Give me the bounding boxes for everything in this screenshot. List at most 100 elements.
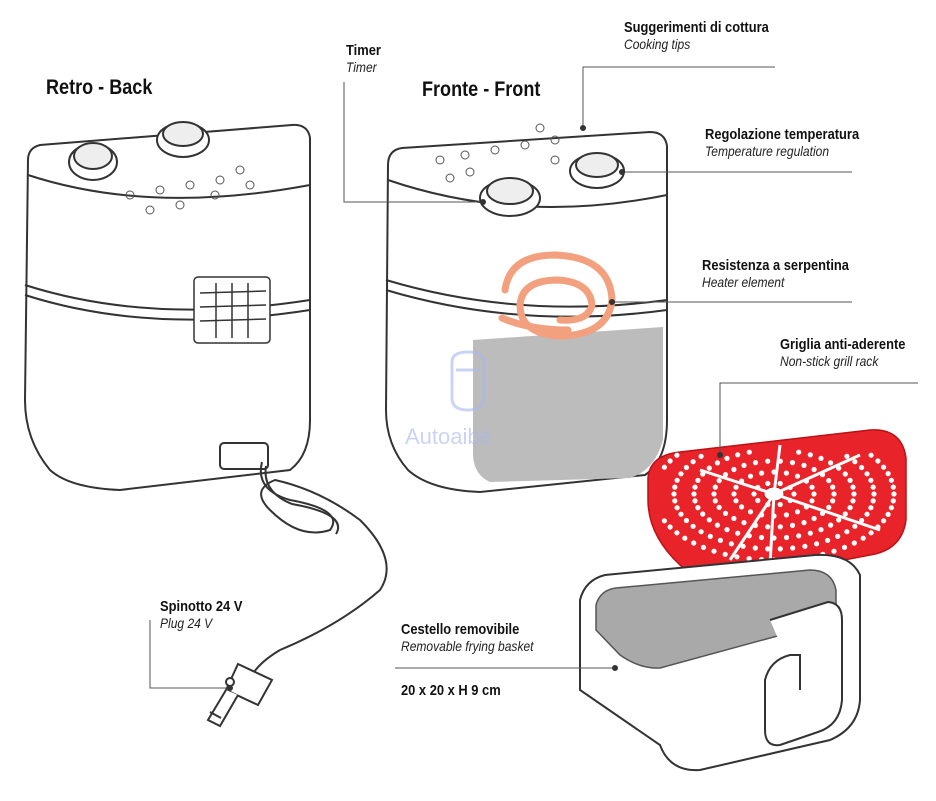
grill-hole bbox=[860, 535, 866, 541]
grill-hole bbox=[828, 522, 834, 528]
grill-hole bbox=[868, 452, 874, 458]
grill-label-en: Non-stick grill rack bbox=[780, 353, 879, 370]
grill-hole bbox=[836, 517, 842, 523]
heater-coil bbox=[498, 251, 616, 340]
grill-hole bbox=[852, 459, 858, 465]
front-air-fryer bbox=[384, 123, 668, 494]
grill-hole bbox=[691, 491, 697, 497]
grill-hole bbox=[690, 523, 696, 529]
basket-label-en: Removable frying basket bbox=[401, 638, 534, 655]
grill-hole bbox=[700, 544, 707, 551]
grill-hole bbox=[661, 464, 668, 470]
grill-hole bbox=[735, 530, 741, 536]
grill-hole bbox=[712, 484, 718, 490]
grill-hole bbox=[890, 498, 896, 504]
grill-hole bbox=[695, 477, 701, 483]
front-view-title: Fronte - Front bbox=[422, 78, 541, 101]
cooking-tips-label-en: Cooking tips bbox=[624, 36, 691, 53]
grill-hole bbox=[765, 524, 771, 530]
watermark-text: Autoaibè bbox=[405, 424, 492, 449]
timer-leader bbox=[343, 82, 483, 203]
grill-hole bbox=[698, 453, 704, 459]
grill-hole bbox=[783, 470, 790, 476]
grill-hole bbox=[683, 464, 690, 471]
grill-hole bbox=[844, 453, 850, 459]
grill-hole bbox=[690, 459, 696, 465]
grill-hole bbox=[850, 498, 856, 504]
power-cable bbox=[219, 442, 388, 681]
grill-hole bbox=[796, 449, 802, 455]
grill-hole bbox=[791, 491, 797, 497]
grill-hole bbox=[783, 512, 790, 518]
grill-hole bbox=[789, 522, 796, 529]
grill-hole bbox=[825, 537, 831, 544]
back-air-fryer bbox=[23, 121, 311, 492]
plug-label-en: Plug 24 V bbox=[160, 615, 213, 632]
cable-connector bbox=[219, 442, 269, 470]
grill-leader bbox=[719, 382, 918, 455]
grill-hole bbox=[814, 541, 820, 547]
grill-hole bbox=[692, 498, 698, 504]
basket-label-it: Cestello removibile bbox=[401, 621, 520, 638]
grill-hole bbox=[852, 523, 858, 529]
grill-hole bbox=[746, 449, 752, 455]
grill-hole bbox=[809, 498, 815, 504]
grill-hole bbox=[667, 458, 673, 464]
grill-hole bbox=[683, 517, 690, 524]
grill-hole bbox=[682, 535, 688, 541]
grill-hole bbox=[831, 491, 837, 497]
grill-hole bbox=[747, 473, 754, 479]
grill-hole bbox=[881, 464, 887, 470]
grill-hole bbox=[672, 498, 678, 504]
front-window bbox=[473, 327, 663, 482]
grill-hole bbox=[777, 524, 783, 530]
timer-label: Timer Timer bbox=[346, 42, 387, 75]
grill-hole bbox=[674, 477, 680, 483]
grill-hole bbox=[864, 471, 870, 477]
grill-hole bbox=[801, 520, 807, 526]
grill-hole bbox=[789, 460, 796, 466]
grill-hole bbox=[851, 491, 857, 497]
grill-hole bbox=[841, 544, 848, 551]
grill-hole bbox=[674, 452, 680, 458]
grill-hole bbox=[678, 511, 684, 517]
grill-hole bbox=[811, 491, 817, 497]
leader-lines bbox=[149, 66, 918, 689]
grill-hole bbox=[722, 551, 728, 557]
grill-hole bbox=[731, 491, 737, 497]
basket-size: 20 x 20 x H 9 cm bbox=[401, 682, 501, 699]
grill-hole bbox=[831, 548, 837, 554]
grill-hole bbox=[758, 534, 765, 541]
grill-hole bbox=[765, 458, 771, 464]
grill-hole bbox=[870, 498, 876, 504]
plug-label-it: Spinotto 24 V bbox=[160, 598, 243, 615]
grill-hole bbox=[875, 458, 881, 464]
grill-hole bbox=[717, 537, 724, 544]
grill-hole bbox=[747, 509, 754, 515]
grill-hole bbox=[667, 524, 673, 530]
cooking-tips-label: Suggerimenti di cottura Cooking tips bbox=[624, 19, 792, 52]
grill-hole bbox=[706, 517, 712, 523]
grill-hole bbox=[692, 484, 698, 490]
grill-hole bbox=[714, 522, 721, 528]
grill-hole bbox=[759, 470, 765, 476]
grill-hole bbox=[741, 520, 747, 526]
grill-hole bbox=[794, 509, 801, 515]
plug-24v bbox=[206, 662, 274, 728]
cooking-tips-label-it: Suggerimenti di cottura bbox=[624, 19, 769, 36]
grill-hole bbox=[777, 480, 783, 487]
back-view-title: Retro - Back bbox=[46, 76, 153, 99]
grill-hole bbox=[807, 530, 813, 536]
grill-hole bbox=[724, 527, 730, 533]
grill-hole bbox=[678, 471, 684, 477]
grill-hole bbox=[674, 505, 680, 511]
grill-hole bbox=[868, 477, 874, 483]
grill-hole bbox=[842, 471, 848, 477]
grill-label-it: Griglia anti-aderente bbox=[780, 336, 906, 353]
grill-hole bbox=[888, 505, 895, 511]
grill-hole bbox=[826, 504, 832, 510]
grill-hole bbox=[739, 504, 745, 510]
grill-hole bbox=[796, 533, 802, 539]
grill-hole bbox=[777, 546, 783, 552]
grill-label: Griglia anti-aderente Non-stick grill ra… bbox=[780, 336, 926, 369]
